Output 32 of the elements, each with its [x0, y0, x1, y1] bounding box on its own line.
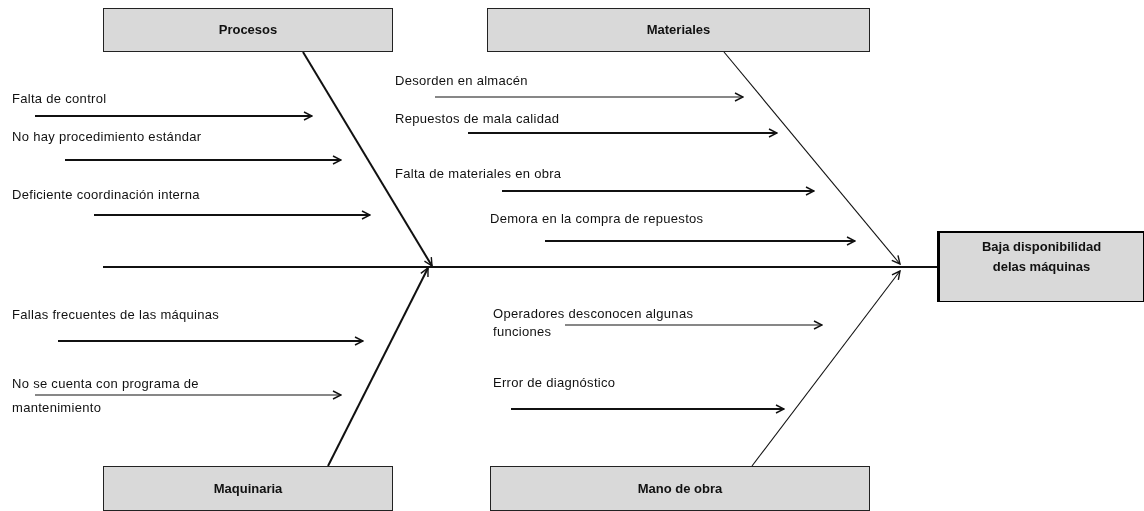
arrow — [544, 236, 856, 246]
arrow — [34, 111, 313, 121]
category-box: Procesos — [103, 8, 393, 52]
cause-label: Desorden en almacén — [395, 72, 595, 89]
cause-label: No hay procedimiento estándar — [12, 128, 282, 145]
cause-label: Falta de control — [12, 90, 212, 107]
arrow — [434, 92, 744, 102]
cause-label: Deficiente coordinación interna — [12, 186, 292, 203]
arrow — [510, 404, 785, 414]
arrow — [564, 320, 823, 330]
arrow — [302, 51, 433, 267]
arrow — [64, 155, 342, 165]
cause-label: No se cuenta con programa de mantenimiento — [12, 372, 280, 420]
arrow — [751, 270, 901, 467]
arrow — [501, 186, 815, 196]
category-box: Mano de obra — [490, 466, 870, 511]
cause-label: Operadores desconocen algunas funciones — [493, 305, 743, 341]
effect-box: Baja disponibilidad delas máquinas — [937, 231, 1144, 302]
cause-label: Error de diagnóstico — [493, 374, 693, 391]
cause-label: Demora en la compra de repuestos — [490, 210, 790, 227]
arrow — [57, 336, 364, 346]
category-box: Maquinaria — [103, 466, 393, 511]
cause-label: Fallas frecuentes de las máquinas — [12, 306, 312, 323]
cause-label: Repuestos de mala calidad — [395, 110, 635, 127]
category-box: Materiales — [487, 8, 870, 52]
arrow — [723, 51, 901, 265]
arrow — [34, 390, 342, 400]
arrow — [93, 210, 371, 220]
arrow — [467, 128, 778, 138]
cause-label: Falta de materiales en obra — [395, 165, 645, 182]
spine-line — [102, 266, 938, 268]
arrow — [327, 267, 429, 467]
